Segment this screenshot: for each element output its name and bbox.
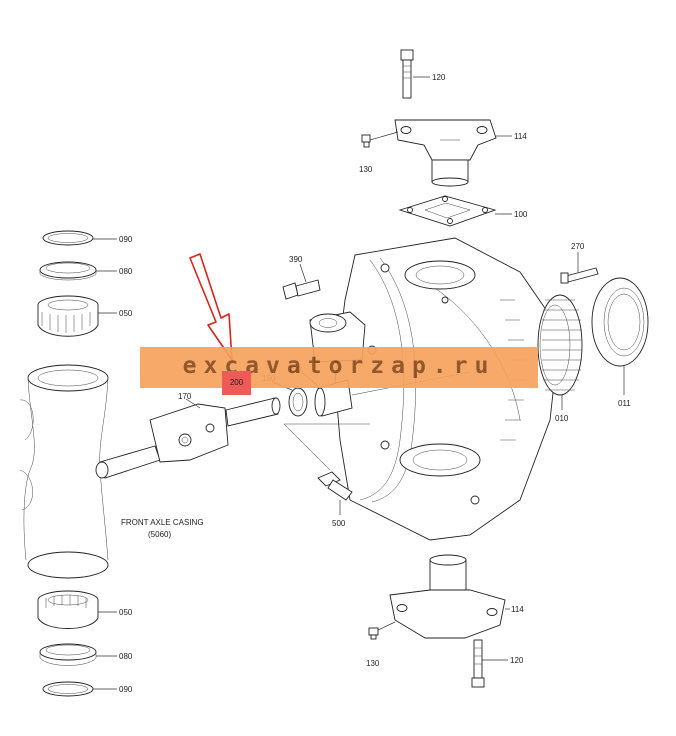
label-114-bottom: 114 — [511, 605, 524, 614]
bearing-050-bottom — [37, 590, 99, 629]
label-050-bottom: 050 — [119, 608, 133, 617]
ring-nut-011 — [591, 277, 649, 367]
watermark-banner: excavatorzap.ru — [140, 347, 538, 388]
gasket-100 — [398, 195, 497, 227]
nipple-130-bottom — [368, 627, 379, 640]
watermark-text: excavatorzap.ru — [182, 353, 496, 379]
bolt-120-top — [400, 49, 414, 99]
bolt-500 — [317, 471, 353, 501]
cover-114-top — [394, 119, 497, 187]
label-130-bottom: 130 — [366, 659, 380, 668]
ring-090-bottom — [42, 681, 94, 697]
label-080-bottom: 080 — [119, 652, 133, 661]
highlight-part-200: 200 — [222, 371, 251, 395]
front-axle-casing — [19, 364, 109, 579]
label-200: 200 — [229, 378, 244, 387]
ring-gear-010 — [537, 294, 583, 396]
casing-label-line2: (5060) — [148, 530, 171, 539]
cup-080-top — [39, 261, 97, 281]
nipple-130-top — [361, 134, 371, 148]
label-120-top: 120 — [432, 73, 446, 82]
label-170: 170 — [178, 392, 192, 401]
label-090-top: 090 — [119, 235, 133, 244]
bolt-120-bottom — [471, 639, 485, 688]
label-010: 010 — [555, 414, 569, 423]
cover-114-bottom — [389, 554, 506, 639]
label-100: 100 — [514, 210, 528, 219]
label-011: 011 — [618, 399, 631, 408]
knuckle-housing — [309, 237, 561, 541]
label-500: 500 — [332, 519, 346, 528]
bolt-270 — [560, 267, 599, 284]
label-390: 390 — [289, 255, 303, 264]
seal-160 — [288, 387, 308, 417]
cup-080-bottom — [39, 643, 97, 666]
casing-label-line1: FRONT AXLE CASING — [121, 518, 204, 527]
bushing-150 — [314, 379, 353, 417]
axle-shaft-170 — [95, 397, 281, 479]
label-050-top: 050 — [119, 309, 133, 318]
label-114-top: 114 — [514, 132, 527, 141]
label-120-bottom: 120 — [510, 656, 524, 665]
pointer-arrow — [189, 253, 233, 361]
label-130-top: 130 — [359, 165, 373, 174]
label-270: 270 — [571, 242, 585, 251]
bearing-050-top — [37, 295, 99, 337]
ring-090-top — [42, 230, 94, 246]
label-080-top: 080 — [119, 267, 133, 276]
bolt-390 — [282, 279, 321, 300]
label-090-bottom: 090 — [119, 685, 133, 694]
